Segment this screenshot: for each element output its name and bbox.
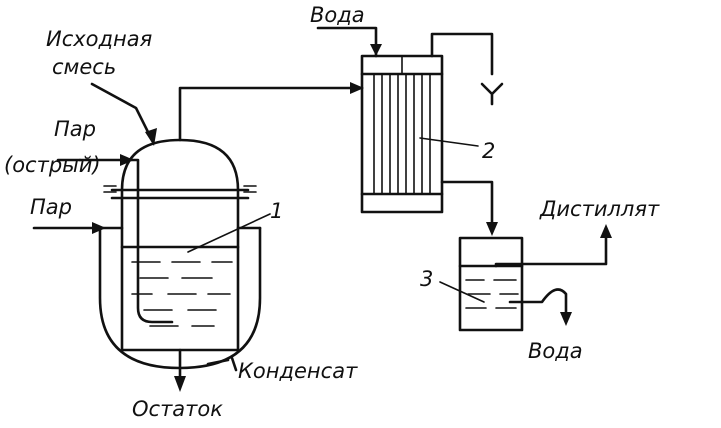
live-steam-pipe bbox=[78, 158, 174, 324]
still-number: 1 bbox=[270, 199, 283, 223]
feed-label-line2: смесь bbox=[52, 55, 116, 79]
live-steam-label-line2: (острый) bbox=[4, 153, 101, 177]
condenser bbox=[316, 26, 504, 236]
water-out-arrow bbox=[560, 312, 572, 326]
residue-arrow bbox=[174, 376, 186, 392]
water-in-arrow bbox=[370, 44, 382, 56]
distillate-pipe bbox=[440, 180, 494, 228]
leader-2 bbox=[419, 137, 479, 147]
distillate-out-pipe bbox=[494, 232, 608, 268]
leader-3 bbox=[439, 281, 485, 303]
distillate-arrow bbox=[486, 222, 498, 236]
live-steam-inlet bbox=[56, 154, 134, 166]
condensate-label: Конденсат bbox=[238, 359, 358, 383]
flange-bolts bbox=[103, 185, 257, 193]
receiver-shell bbox=[458, 236, 524, 332]
condensate-pipe bbox=[206, 358, 230, 366]
condenser-number: 2 bbox=[482, 139, 495, 163]
condensate-leader bbox=[230, 356, 238, 372]
water-in-pipe bbox=[316, 26, 378, 58]
steam-inlet bbox=[32, 222, 106, 234]
vapour-arrow bbox=[350, 82, 364, 94]
feed-label-line1: Исходная bbox=[46, 27, 152, 51]
feed-inlet bbox=[90, 82, 157, 146]
still-vessel bbox=[78, 138, 262, 392]
water-out-funnel bbox=[480, 82, 504, 106]
receiver bbox=[439, 224, 612, 332]
residue-label: Остаток bbox=[132, 397, 223, 421]
water-out-label: Вода bbox=[528, 339, 583, 363]
distillate-label: Дистиллят bbox=[539, 197, 660, 221]
water-out-pipe bbox=[430, 32, 494, 76]
vessel-body bbox=[120, 138, 240, 352]
receiver-hatching bbox=[465, 279, 519, 309]
vapour-line bbox=[178, 86, 360, 142]
steam-jacket-outer bbox=[98, 226, 262, 370]
liquid-hatching bbox=[131, 261, 233, 327]
steam-label: Пар bbox=[30, 195, 72, 219]
leader-1 bbox=[187, 213, 271, 253]
water-in-label: Вода bbox=[310, 3, 365, 27]
water-siphon bbox=[508, 288, 568, 318]
live-steam-label-line1: Пар bbox=[54, 117, 96, 141]
condenser-tubes bbox=[373, 73, 431, 195]
distillate-out-arrow bbox=[600, 224, 612, 238]
receiver-number: 3 bbox=[420, 267, 433, 291]
